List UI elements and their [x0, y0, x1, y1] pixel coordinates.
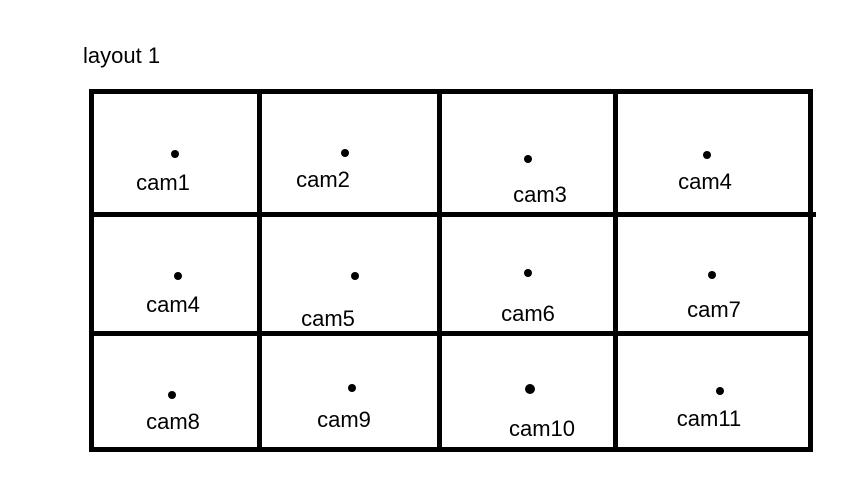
camera-cell[interactable]: cam4: [618, 94, 808, 212]
grid-line-top: [89, 89, 813, 94]
camera-cell[interactable]: cam3: [442, 94, 613, 212]
grid-line-col-1: [257, 89, 262, 452]
camera-cell[interactable]: cam11: [618, 336, 808, 447]
camera-dot: [524, 269, 532, 277]
camera-label: cam2: [296, 167, 350, 192]
camera-label: cam7: [687, 297, 741, 322]
camera-cell[interactable]: cam8: [94, 336, 257, 447]
camera-label: cam6: [501, 301, 555, 326]
camera-label: cam5: [301, 306, 355, 331]
camera-label: cam4: [146, 292, 200, 317]
camera-dot: [524, 155, 532, 163]
camera-dot: [703, 151, 711, 159]
grid-line-row-1: [89, 212, 816, 217]
camera-dot: [171, 150, 179, 158]
camera-dot: [716, 387, 724, 395]
grid-line-row-2: [89, 331, 813, 336]
camera-dot: [348, 384, 356, 392]
camera-cell[interactable]: cam7: [618, 217, 808, 331]
camera-label: cam1: [136, 170, 190, 195]
camera-cell[interactable]: cam2: [262, 94, 437, 212]
camera-label: cam8: [146, 409, 200, 434]
camera-label: cam11: [676, 406, 742, 431]
grid-line-col-2: [437, 89, 442, 452]
camera-dot: [174, 272, 182, 280]
camera-dot: [351, 272, 359, 280]
camera-label: cam9: [317, 407, 371, 432]
camera-label: cam3: [513, 182, 567, 207]
camera-dot: [708, 271, 716, 279]
camera-dot: [341, 149, 349, 157]
camera-cell[interactable]: cam9: [262, 336, 437, 447]
camera-label: cam10: [508, 416, 576, 441]
layout-title: layout 1: [83, 43, 161, 68]
camera-dot: [525, 384, 535, 394]
camera-label: cam4: [678, 169, 732, 194]
grid-line-right: [808, 89, 813, 452]
camera-cell[interactable]: cam10: [442, 336, 613, 447]
camera-cell[interactable]: cam5: [262, 217, 437, 331]
camera-cell[interactable]: cam4: [94, 217, 257, 331]
camera-cell[interactable]: cam6: [442, 217, 613, 331]
grid-line-col-3: [613, 89, 618, 452]
camera-cell[interactable]: cam1: [94, 94, 257, 212]
grid-line-bottom: [89, 447, 813, 452]
camera-dot: [168, 391, 176, 399]
grid-line-left: [89, 89, 94, 452]
